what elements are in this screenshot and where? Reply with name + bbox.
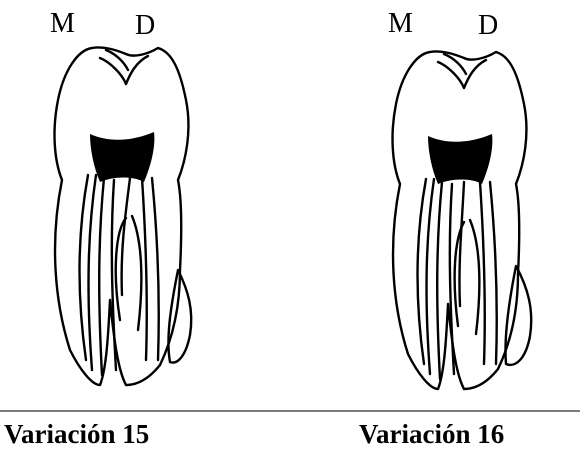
right-occlusal-fissure bbox=[438, 60, 486, 88]
left-tooth-diagram bbox=[30, 40, 210, 400]
right-tooth-diagram bbox=[372, 44, 552, 404]
left-pulp-chamber bbox=[90, 132, 154, 182]
caption-divider bbox=[0, 410, 580, 412]
right-pulp-chamber bbox=[428, 134, 492, 184]
left-occlusal-fissure bbox=[100, 56, 148, 84]
left-distal-label: D bbox=[135, 12, 155, 40]
left-mesial-label: M bbox=[50, 10, 75, 38]
right-mesial-label: M bbox=[388, 10, 413, 38]
right-distal-label: D bbox=[478, 12, 498, 40]
left-caption: Variación 15 bbox=[4, 421, 149, 448]
right-caption: Variación 16 bbox=[359, 421, 504, 448]
